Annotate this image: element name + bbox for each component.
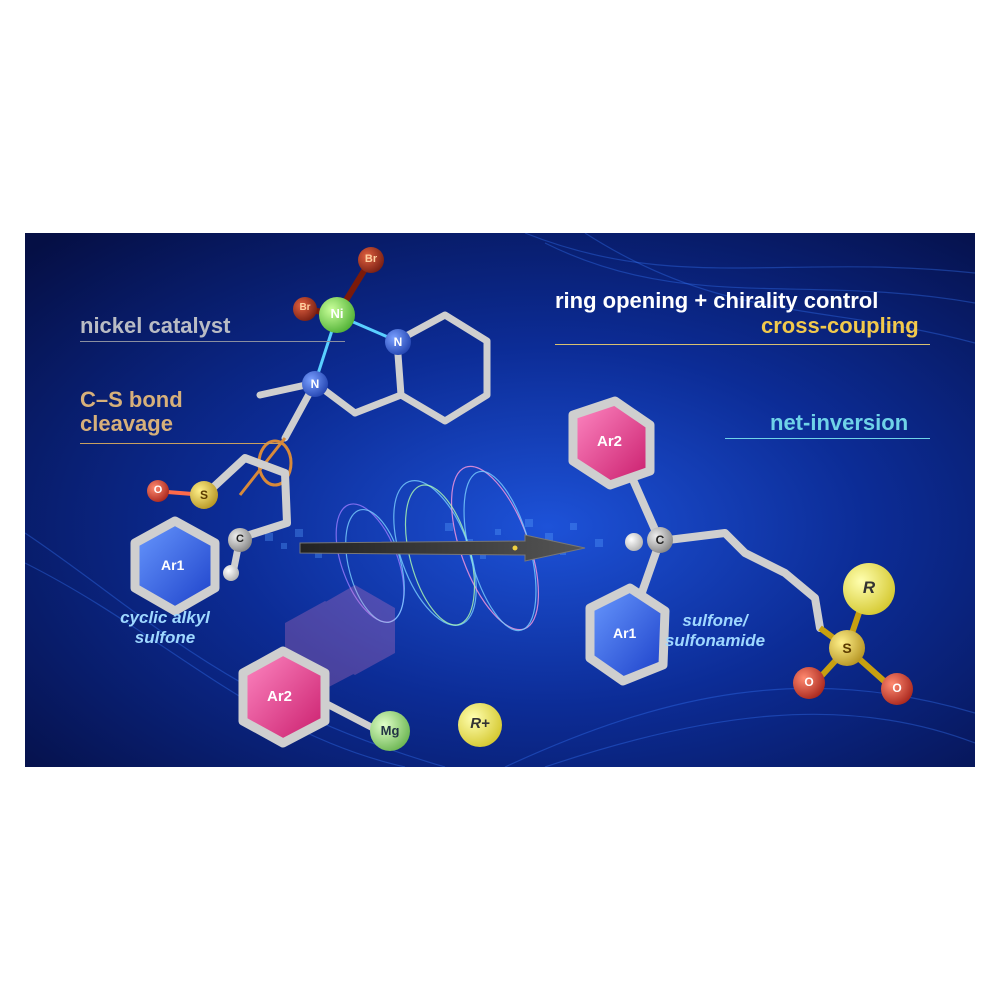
cs-bond-line2: cleavage — [80, 411, 173, 436]
ar2-top-ring — [568, 396, 655, 490]
sulfur-atom-left: S — [190, 481, 218, 509]
oxygen-atom-left: O — [147, 480, 169, 502]
carbon-atom-right: C — [647, 527, 673, 553]
net-inversion-leader — [725, 438, 930, 439]
nickel-catalyst-label: nickel catalyst — [80, 313, 231, 338]
ar1-right-label: Ar1 — [613, 625, 637, 641]
nitrogen-atom-1-label: N — [393, 335, 403, 349]
nitrogen-atom-2-label: N — [310, 377, 320, 391]
bromine-atom-1-label: Br — [364, 253, 378, 265]
sulfone-line1: sulfone/ — [682, 611, 748, 630]
magnesium-atom: Mg — [370, 711, 410, 751]
ring-opening-label: ring opening + chirality control — [555, 288, 879, 313]
bromine-atom-2-label: Br — [299, 302, 311, 313]
carbon-atom-left: C — [228, 528, 252, 552]
ar1-left-label: Ar1 — [161, 557, 185, 573]
sulfur-atom-left-label: S — [199, 488, 208, 502]
cs-bond-line1: C–S bond — [80, 387, 183, 412]
oxygen-atom-left-label: O — [153, 484, 163, 496]
cyclic-line2: sulfone — [134, 628, 196, 647]
sulfur-atom-right: S — [829, 630, 865, 666]
graphical-abstract: Ni Br Br N N S O C Ar1 C Ar2 Ar1 S O O R… — [25, 233, 975, 767]
sulfone-sulfonamide-label: sulfone/ sulfonamide — [655, 611, 775, 651]
r-plus-label: R+ — [470, 715, 490, 732]
oxygen-atom-right-2: O — [881, 673, 913, 705]
carbon-atom-right-label: C — [655, 533, 665, 547]
nickel-atom-label: Ni — [330, 306, 344, 321]
r-group-label: R — [862, 578, 876, 597]
ar1-left-ring — [130, 516, 220, 616]
sulfone-line2: sulfonamide — [664, 631, 766, 650]
carbon-atom-left-label: C — [236, 533, 244, 545]
nitrogen-atom-1: N — [385, 329, 411, 355]
sulfur-atom-right-label: S — [842, 640, 852, 656]
cyclic-alkyl-sulfone-label: cyclic alkyl sulfone — [100, 608, 230, 648]
cs-bond-leader — [80, 443, 280, 444]
hydrogen-atom-left — [223, 565, 239, 581]
ring-opening-leader — [555, 344, 930, 345]
r-group-atom: R — [843, 563, 895, 615]
nitrogen-atom-2: N — [302, 371, 328, 397]
scene-artwork — [25, 233, 975, 767]
oxygen-atom-right-1: O — [793, 667, 825, 699]
nickel-catalyst-leader — [80, 341, 345, 342]
ar2-top-label: Ar2 — [597, 433, 623, 450]
hydrogen-atom-right — [625, 533, 643, 551]
nickel-atom: Ni — [319, 297, 355, 333]
ar2-bottom-label: Ar2 — [267, 688, 293, 705]
magnesium-atom-label: Mg — [380, 723, 400, 738]
cyclic-line1: cyclic alkyl — [120, 608, 210, 627]
cs-bond-label: C–S bond cleavage — [80, 388, 183, 436]
ar2-bottom-ring — [238, 646, 330, 748]
net-inversion-label: net-inversion — [770, 410, 909, 435]
cross-coupling-label: cross-coupling — [761, 313, 919, 338]
oxygen-atom-right-1-label: O — [804, 675, 814, 689]
r-plus-atom: R+ — [458, 703, 502, 747]
reaction-arrow — [299, 534, 586, 562]
ar1-right-ring — [585, 583, 670, 686]
bromine-atom-2: Br — [293, 297, 317, 321]
oxygen-atom-right-2-label: O — [892, 681, 902, 695]
bromine-atom-1: Br — [358, 247, 384, 273]
